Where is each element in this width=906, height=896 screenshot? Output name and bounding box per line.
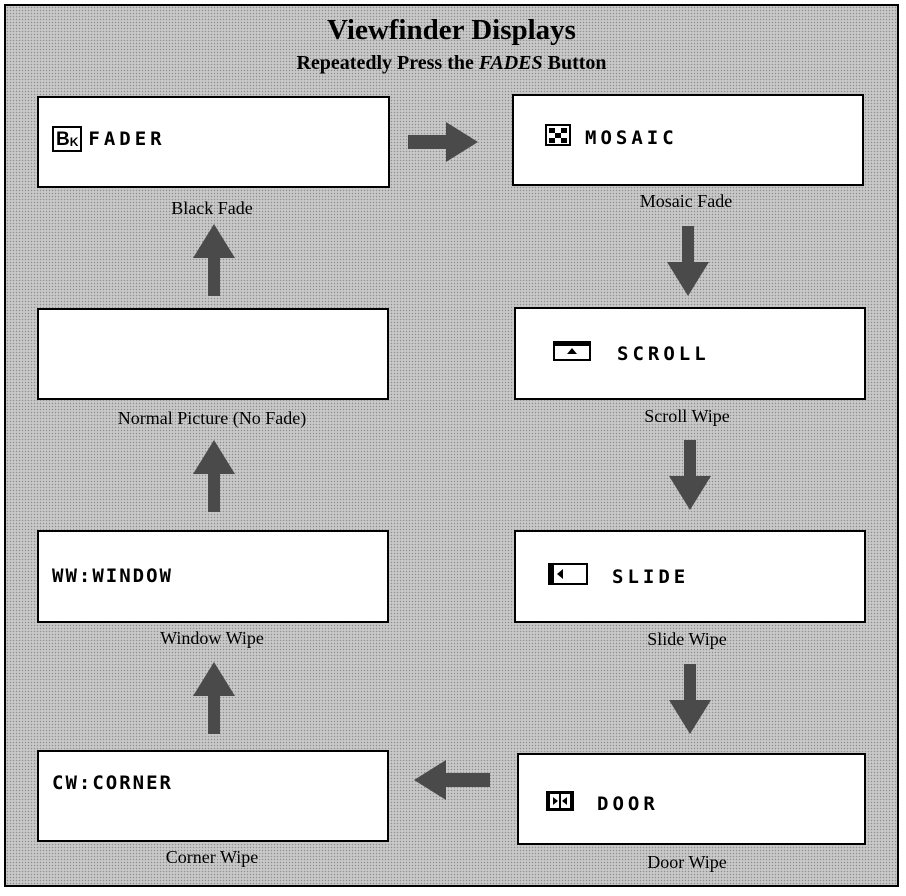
arrow-up-icon: [193, 440, 235, 512]
corner-wipe-display: CW:CORNER: [52, 772, 173, 794]
arrow-right-icon: [408, 122, 478, 162]
scroll-icon: [553, 341, 591, 366]
mosaic-fade-caption: Mosaic Fade: [639, 191, 733, 211]
scroll-wipe-label: SCROLL: [617, 342, 710, 365]
diagram-subtitle: Repeatedly Press the FADES Button: [6, 52, 897, 75]
slide-icon: [548, 563, 588, 590]
mosaic-fade-display: MOSAIC: [545, 124, 678, 151]
corner-wipe-caption: Corner Wipe: [165, 847, 259, 867]
mosaic-icon: [545, 124, 571, 151]
window-wipe-caption: Window Wipe: [160, 628, 264, 648]
arrow-down-icon: [669, 440, 711, 510]
bk-icon-letter: B: [56, 129, 70, 150]
corner-wipe-display-box: [37, 750, 389, 842]
door-wipe-display-box: [517, 753, 866, 845]
window-wipe-display-box: [37, 530, 389, 623]
slide-wipe-caption: Slide Wipe: [647, 629, 727, 649]
arrow-left-icon: [414, 760, 490, 800]
slide-wipe-display: SLIDE: [548, 563, 689, 590]
mosaic-fade-label: MOSAIC: [585, 126, 678, 149]
black-fade-caption: Black Fade: [171, 198, 253, 218]
subtitle-button-name: FADES: [478, 52, 543, 74]
arrow-up-icon: [193, 662, 235, 734]
door-wipe-caption: Door Wipe: [647, 852, 727, 872]
normal-picture-display-box: [37, 308, 389, 400]
black-fade-display-box: [37, 96, 390, 188]
bk-icon-subletter: K: [69, 135, 79, 149]
black-fade-label: FADER: [88, 128, 166, 150]
subtitle-prefix: Repeatedly Press the: [296, 52, 474, 74]
door-wipe-display: DOOR: [545, 790, 659, 817]
door-wipe-label: DOOR: [597, 792, 659, 815]
arrow-up-icon: [193, 224, 235, 296]
normal-picture-caption: Normal Picture (No Fade): [117, 408, 307, 428]
subtitle-suffix: Button: [547, 52, 607, 74]
window-wipe-display: WW:WINDOW: [52, 565, 173, 587]
scroll-wipe-display: SCROLL: [553, 341, 710, 366]
slide-wipe-label: SLIDE: [612, 565, 690, 588]
scroll-wipe-caption: Scroll Wipe: [644, 406, 730, 426]
door-icon: [545, 790, 575, 817]
arrow-down-icon: [667, 226, 709, 296]
diagram-title: Viewfinder Displays: [327, 14, 576, 46]
arrow-down-icon: [669, 664, 711, 734]
